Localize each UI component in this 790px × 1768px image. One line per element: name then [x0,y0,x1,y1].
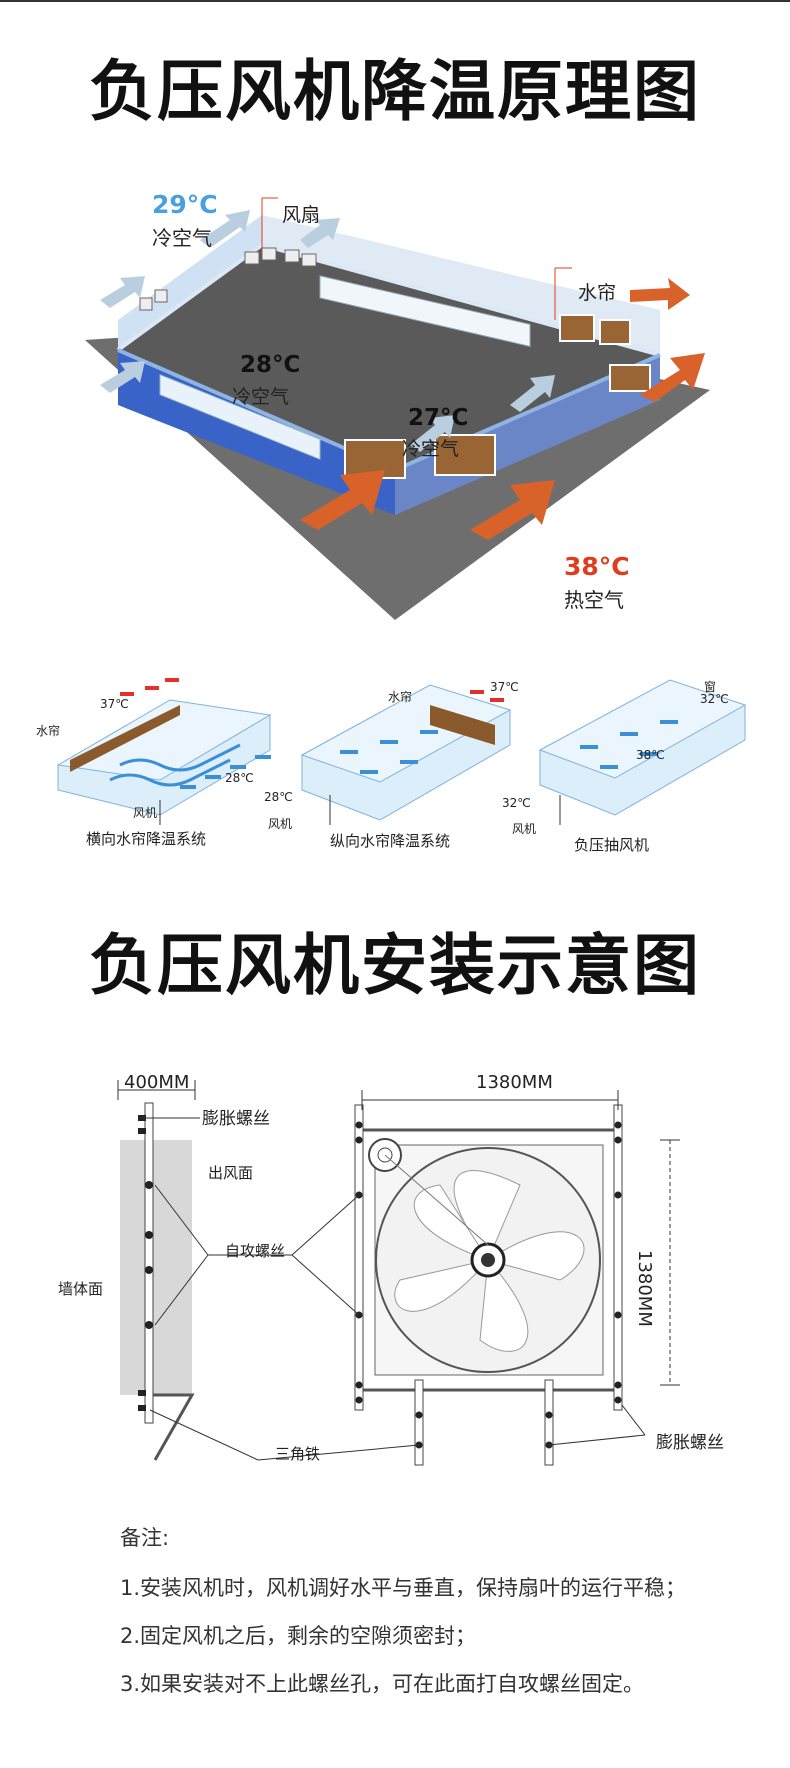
sys3-mid-temp: 38℃ [636,748,665,762]
section1-title: 负压风机降温原理图 [89,53,701,130]
angle-iron-side [153,1393,195,1461]
note-item-2: 2.固定风机之后，剩余的空隙须密封； [120,1624,477,1648]
water-curtain-label: 水帘 [578,282,617,304]
back-windows [319,275,531,347]
self-tap-screw-label: 自攻螺丝 [225,1242,286,1260]
sys1-caption: 横向水帘降温系统 [86,830,207,848]
front-windows [159,373,321,460]
sys1-out-temp: 28℃ [225,771,254,785]
inner-air-label-1: 冷空气 [232,386,290,408]
expansion-screw-label: 膨胀螺丝 [202,1109,270,1129]
fan-units [139,247,317,311]
hot-air-label: 热空气 [564,588,624,612]
sys3-caption: 负压抽风机 [574,836,650,854]
fan-blades [394,1170,585,1352]
sys2-out-temp: 28℃ [264,790,293,804]
depth-dimension: 400MM [124,1072,190,1093]
installation-diagram [117,1080,680,1466]
cooling-principle-diagram [85,197,710,620]
sys3-out-temp: 32℃ [502,796,531,810]
system-negative-pressure [538,679,747,825]
wall-face-label: 墙体面 [58,1280,104,1298]
hot-temp-label: 38°C [564,552,630,581]
inner-temp-label-1: 28°C [240,352,301,378]
note-item-1: 1.安装风机时，风机调好水平与垂直，保持扇叶的运行平稳； [120,1576,687,1600]
sys1-curtain-label: 水帘 [36,724,61,738]
top-divider [0,0,790,2]
outlet-face-label: 出风面 [208,1164,254,1182]
cold-air-label-1: 冷空气 [152,226,212,250]
sys2-in-temp: 37℃ [490,680,519,694]
sys3-window-temp: 32℃ [700,692,729,706]
angle-iron-label: 三角铁 [275,1445,321,1463]
note-item-3: 3.如果安装对不上此螺丝孔，可在此面打自攻螺丝固定。 [120,1672,645,1696]
building-back-wall [118,215,262,350]
hot-air-arrows [300,278,705,540]
expansion-screw-label-2: 膨胀螺丝 [656,1433,724,1453]
section2-title: 负压风机安装示意图 [89,927,701,1004]
notes-heading: 备注: [120,1526,170,1550]
system-longitudinal-curtain [300,684,512,825]
width-dimension: 1380MM [476,1072,553,1093]
wall-face [120,1140,192,1395]
height-dimension: 1380MM [634,1250,655,1327]
inner-temp-label-2: 27°C [408,405,469,431]
cold-air-arrows [100,210,555,452]
cold-temp-label-1: 29°C [152,190,218,219]
sys2-caption: 纵向水帘降温系统 [330,832,451,850]
side-frame-rail [144,1102,154,1424]
sys3-window-label: 窗 [704,680,717,694]
sys1-in-temp: 37℃ [100,697,129,711]
fan-label: 风扇 [282,204,321,226]
sys2-fan-label: 风机 [268,817,293,831]
sys1-fan-label: 风机 [133,806,158,820]
inner-air-label-2: 冷空气 [402,438,460,460]
system-horizontal-curtain [56,678,272,825]
sys2-curtain-label: 水帘 [388,690,413,704]
sys3-fan-label: 风机 [512,822,537,836]
system-diagrams [56,678,747,825]
